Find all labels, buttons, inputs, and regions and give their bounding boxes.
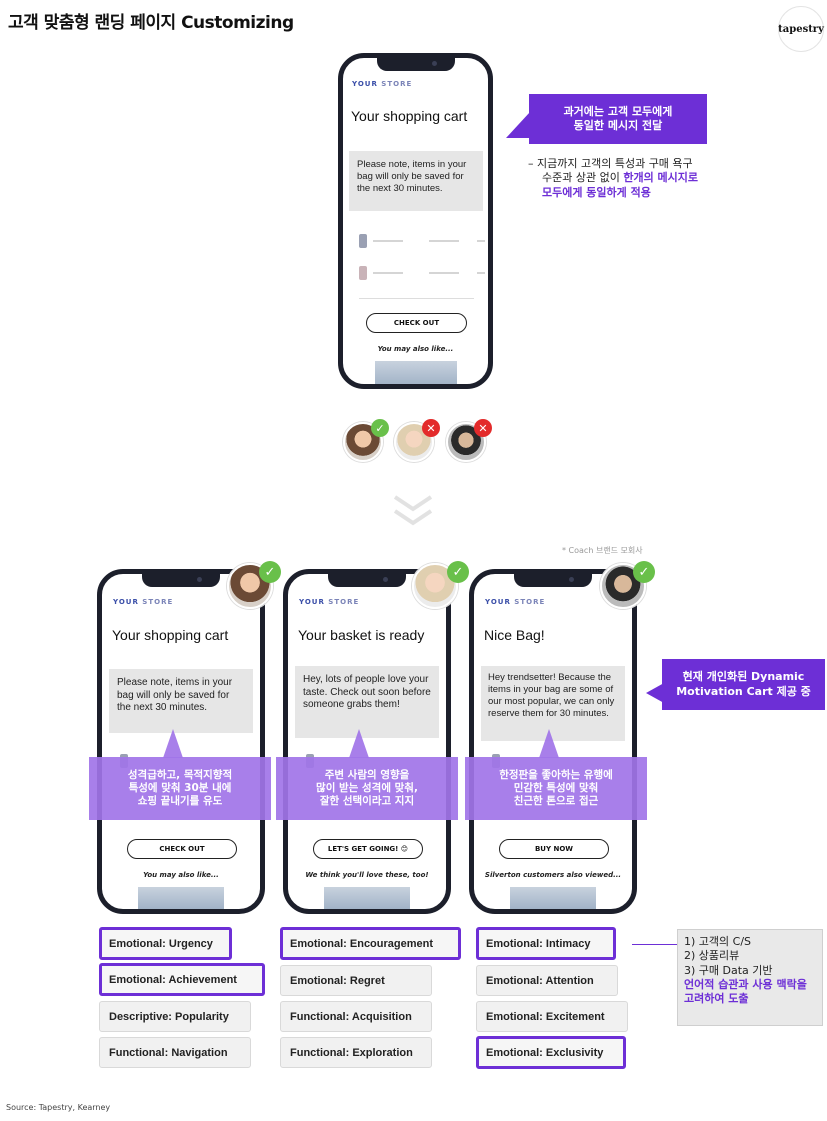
- phone-notch: [328, 574, 406, 587]
- tag-functional-exploration: Functional: Exploration: [280, 1037, 432, 1068]
- phone-notch: [514, 574, 592, 587]
- item-qty-placeholder: [429, 272, 459, 274]
- tag-emotional-attention: Emotional: Attention: [476, 965, 618, 996]
- item-thumbnail: [359, 234, 367, 248]
- buy-now-button[interactable]: BUY NOW: [499, 839, 609, 859]
- product-image-jeans: [138, 887, 224, 909]
- lets-get-going-button[interactable]: LET'S GET GOING! 😊: [313, 839, 423, 859]
- item-qty-placeholder: [429, 240, 459, 242]
- store-label: YOUR STORE: [113, 598, 174, 606]
- cross-icon: ✕: [422, 419, 440, 437]
- check-icon: ✓: [371, 419, 389, 437]
- double-chevron-down-icon: [392, 494, 434, 528]
- callout-pointer: [646, 683, 664, 703]
- checkout-button[interactable]: CHECK OUT: [366, 313, 467, 333]
- cart-title: Your basket is ready: [298, 627, 425, 643]
- overlay-pointer: [349, 729, 369, 758]
- tag-emotional-regret: Emotional: Regret: [280, 965, 432, 996]
- tag-functional-navigation: Functional: Navigation: [99, 1037, 251, 1068]
- tag-emotional-achievement: Emotional: Achievement: [99, 963, 265, 996]
- urgency-insight-overlay: 성격급하고, 목적지향적 특성에 맞춰 30분 내에 쇼핑 끝내기를 유도: [89, 757, 271, 820]
- tag-descriptive-popularity: Descriptive: Popularity: [99, 1001, 251, 1032]
- cart-message: Please note, items in your bag will only…: [109, 669, 253, 733]
- item-price-placeholder: [477, 240, 485, 242]
- product-image-jeans: [375, 361, 457, 384]
- dynamic-cart-callout: 현재 개인화된 Dynamic Motivation Cart 제공 중: [662, 659, 825, 710]
- page-title: 고객 맞춤형 랜딩 페이지 Customizing: [8, 13, 294, 33]
- overlay-pointer: [163, 729, 183, 758]
- exclusivity-insight-overlay: 한정판을 좋아하는 유행에 민감한 특성에 맞춰 친근한 톤으로 접근: [465, 757, 647, 820]
- cart-message: Hey trendsetter! Because the items in yo…: [481, 666, 625, 741]
- tag-functional-acquisition: Functional: Acquisition: [280, 1001, 432, 1032]
- phone-notch: [376, 58, 455, 71]
- store-label: YOUR STORE: [352, 80, 413, 88]
- customer-avatar-woman-brunette: [227, 563, 273, 609]
- tapestry-logo: tapestry: [778, 6, 824, 52]
- cart-title: Your shopping cart: [112, 627, 229, 643]
- personalized-phone-urgency: YOUR STORE Your shopping cart Please not…: [97, 569, 265, 914]
- tag-emotional-urgency: Emotional: Urgency: [99, 927, 232, 960]
- phone-notch: [142, 574, 220, 587]
- cart-item-row: [359, 262, 485, 284]
- tag-emotional-encouragement: Emotional: Encouragement: [280, 927, 461, 960]
- check-icon: ✓: [447, 561, 469, 583]
- recommendation-heading: We think you'll love these, too!: [305, 871, 429, 879]
- item-price-placeholder: [477, 272, 485, 274]
- derivation-factors-box: 1) 고객의 C/S 2) 상품리뷰 3) 구매 Data 기반 언어적 습관과…: [677, 929, 823, 1026]
- checkout-button[interactable]: CHECK OUT: [127, 839, 237, 859]
- recommendation-heading: Silverton customers also viewed...: [484, 871, 622, 879]
- check-icon: ✓: [259, 561, 281, 583]
- personalized-phone-encouragement: YOUR STORE Your basket is ready Hey, lot…: [283, 569, 451, 914]
- tag-emotional-excitement: Emotional: Excitement: [476, 1001, 628, 1032]
- recommendation-heading: You may also like...: [377, 345, 454, 353]
- cart-item-row: [359, 230, 485, 252]
- promo-row-placeholder: [359, 298, 474, 299]
- tag-emotional-intimacy: Emotional: Intimacy: [476, 927, 616, 960]
- past-message-note: – 지금까지 고객의 특성과 구매 욕구 수준과 상관 없이 한개의 메시지로 …: [528, 157, 699, 199]
- connector-line: [632, 944, 677, 945]
- cart-message: Please note, items in your bag will only…: [349, 151, 483, 211]
- item-text-placeholder: [373, 240, 403, 242]
- check-icon: ✓: [633, 561, 655, 583]
- cart-title: Nice Bag!: [484, 627, 545, 643]
- callout-pointer: [506, 112, 530, 138]
- overlay-pointer: [539, 729, 559, 758]
- item-thumbnail: [359, 266, 367, 280]
- coach-footnote: * Coach 브랜드 모회사: [562, 546, 643, 555]
- top-phone: YOUR STORE Your shopping cart Please not…: [338, 53, 493, 389]
- past-message-callout: 과거에는 고객 모두에게 동일한 메시지 전달: [529, 94, 707, 144]
- cart-message: Hey, lots of people love your taste. Che…: [295, 666, 439, 738]
- product-image-jeans: [324, 887, 410, 909]
- product-image-jeans: [510, 887, 596, 909]
- item-text-placeholder: [373, 272, 403, 274]
- recommendation-heading: You may also like...: [143, 871, 219, 879]
- tag-emotional-exclusivity: Emotional: Exclusivity: [476, 1036, 626, 1069]
- source-note: Source: Tapestry, Kearney: [6, 1103, 111, 1112]
- store-label: YOUR STORE: [299, 598, 360, 606]
- encouragement-insight-overlay: 주변 사람의 영향을 많이 받는 성격에 맞춰, 잘한 선택이라고 지지: [276, 757, 458, 820]
- cross-icon: ✕: [474, 419, 492, 437]
- cart-title: Your shopping cart: [351, 108, 468, 124]
- store-label: YOUR STORE: [485, 598, 546, 606]
